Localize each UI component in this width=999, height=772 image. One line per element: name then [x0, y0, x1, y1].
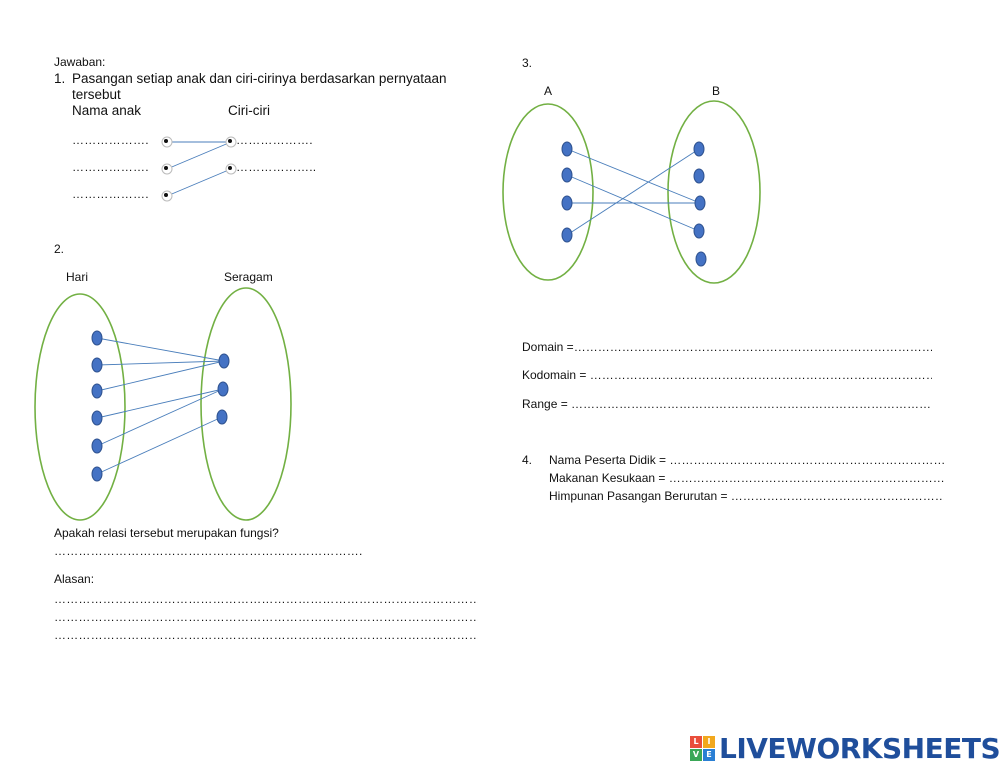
- q3-set-b-ellipse: [667, 100, 761, 284]
- q2-relation-diagram: [34, 287, 292, 521]
- q2-reason-blank-2[interactable]: ……………………………………………………………………………………………………………: [54, 610, 478, 624]
- q2-set-left-label: Hari: [66, 270, 89, 284]
- q2-number: 2.: [54, 242, 65, 256]
- q2-set-right-label: Seragam: [224, 270, 273, 284]
- q1-right-point-2-core: [228, 166, 232, 170]
- q1-left-blank-1[interactable]: ……………….: [72, 133, 149, 147]
- q3-b-point-3: [694, 195, 706, 211]
- logo-mark-letter: I: [703, 735, 715, 748]
- q2-question: Apakah relasi tersebut merupakan fungsi?: [54, 526, 279, 540]
- q2-hari-point-5: [91, 438, 103, 454]
- q2-reason-label: Alasan:: [54, 572, 95, 586]
- q4-line-pairs[interactable]: Himpunan Pasangan Berurutan = ……………………………: [549, 489, 944, 503]
- q3-range-field[interactable]: Range = ………………………………………………………………………………………: [522, 397, 932, 411]
- q3-a-point-3: [561, 195, 573, 211]
- q2-set-seragam-ellipse: [200, 287, 292, 521]
- q3-line-1: [566, 148, 701, 204]
- q1-match-line-3: [166, 168, 232, 197]
- q2-hari-point-2: [91, 357, 103, 373]
- q3-set-right-label: B: [712, 84, 721, 98]
- q3-b-point-5: [695, 251, 707, 267]
- q1-right-blank-2[interactable]: ………………..: [236, 160, 317, 174]
- q3-set-left-label: A: [544, 84, 553, 98]
- q2-seragam-point-2: [217, 381, 229, 397]
- q2-reason-blank-1[interactable]: ……………………………………………………………………………………………………………: [54, 592, 478, 606]
- q3-domain-field[interactable]: Domain =………………………………………………………………………………………: [522, 340, 932, 354]
- q1-right-blank-1[interactable]: ……………….: [236, 133, 313, 147]
- q1-left-point-2-core: [164, 166, 168, 170]
- q1-col-right-label: Ciri-ciri: [228, 103, 270, 118]
- q2-answer-blank[interactable]: ………………………………………………………………….: [54, 544, 363, 558]
- q2-line-1: [96, 337, 225, 362]
- q2-reason-blank-3[interactable]: ……………………………………………………………………………………………………………: [54, 628, 478, 642]
- q2-line-3: [96, 360, 225, 392]
- q1-col-left-label: Nama anak: [72, 103, 142, 118]
- q1-left-point-1-core: [164, 139, 168, 143]
- q2-hari-point-6: [91, 466, 103, 482]
- q3-a-point-1: [561, 141, 573, 157]
- q2-seragam-point-3: [216, 409, 228, 425]
- q2-line-5: [96, 388, 224, 447]
- q2-hari-point-4: [91, 410, 103, 426]
- liveworksheets-logo[interactable]: L I V E LIVEWORKSHEETS: [690, 730, 999, 766]
- q2-line-6: [96, 416, 223, 475]
- logo-mark-letter: V: [690, 748, 702, 761]
- q2-hari-point-1: [91, 330, 103, 346]
- q3-line-4: [566, 148, 700, 236]
- q1-left-point-3-core: [164, 193, 168, 197]
- q2-seragam-point-1: [218, 353, 230, 369]
- liveworksheets-logo-text: LIVEWORKSHEETS: [719, 731, 999, 765]
- q1-match-line-2: [166, 141, 232, 170]
- q3-b-point-1: [693, 141, 705, 157]
- liveworksheets-logo-icon: L I V E: [690, 735, 715, 761]
- q3-a-point-2: [561, 167, 573, 183]
- q1-left-blank-3[interactable]: ……………….: [72, 187, 149, 201]
- q2-line-4: [96, 388, 224, 419]
- q3-a-point-4: [561, 227, 573, 243]
- q1-statement-cont: tersebut: [72, 87, 121, 102]
- q3-number: 3.: [522, 56, 533, 70]
- q1-matching-diagram: [161, 136, 237, 202]
- q2-hari-point-3: [91, 383, 103, 399]
- q1-statement: Pasangan setiap anak dan ciri-cirinya be…: [72, 71, 447, 86]
- q3-set-a-ellipse: [502, 103, 594, 281]
- q1-right-point-1-core: [228, 139, 232, 143]
- q2-set-hari-ellipse: [34, 293, 126, 521]
- q3-relation-diagram: [502, 100, 761, 284]
- q3-b-point-2: [693, 168, 705, 184]
- logo-mark-letter: L: [690, 735, 702, 748]
- answers-heading: Jawaban:: [54, 55, 106, 69]
- q1-number: 1.: [54, 71, 66, 86]
- logo-mark-letter: E: [703, 748, 715, 761]
- q1-left-blank-2[interactable]: ……………….: [72, 160, 149, 174]
- q3-b-point-4: [693, 223, 705, 239]
- q4-number: 4.: [522, 453, 533, 467]
- q4-line-food[interactable]: Makanan Kesukaan = …………………………………………………………: [549, 471, 944, 485]
- q2-line-2: [96, 360, 225, 366]
- q3-codomain-field[interactable]: Kodomain = ………………………………………………………………………………: [522, 368, 932, 382]
- q4-line-name[interactable]: Nama Peserta Didik = ……………………………………………………: [549, 453, 944, 467]
